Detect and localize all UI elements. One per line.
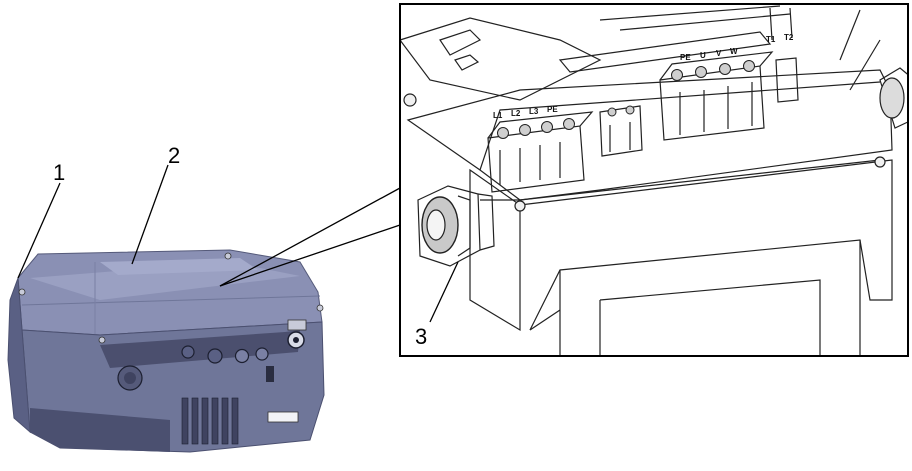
- side-cable-gland: [879, 67, 907, 129]
- terminal-label-pe-mains: PE: [547, 105, 558, 114]
- callout-3-label: 3: [415, 324, 427, 349]
- mains-terminal-block: L1 L2 L3 PE: [487, 105, 594, 193]
- callout-3: 3: [415, 261, 459, 349]
- front-cable-gland: [117, 365, 143, 391]
- callout-2-label: 2: [168, 143, 180, 168]
- callout-1-label: 1: [53, 160, 65, 185]
- terminal-label-pe-motor: PE: [680, 53, 691, 62]
- zoom-leader-lines: [219, 187, 401, 287]
- terminal-label-u: U: [700, 51, 706, 60]
- label-plate: [267, 411, 299, 423]
- callout-1: 1: [17, 160, 65, 279]
- device-overview: [7, 249, 325, 453]
- detail-view: L1 L2 L3 PE PE U: [399, 3, 909, 357]
- terminal-label-w: W: [730, 47, 738, 56]
- motor-terminal-block: PE U V W T1 T2: [659, 33, 794, 141]
- terminal-label-l3: L3: [529, 107, 539, 116]
- cable-gland-item-3: [417, 185, 495, 267]
- terminal-label-v: V: [716, 49, 722, 58]
- terminal-label-t1: T1: [766, 35, 776, 44]
- heat-sink-fins: [181, 397, 239, 445]
- control-connectors: [181, 319, 307, 382]
- terminal-label-l1: L1: [493, 111, 503, 120]
- terminal-label-l2: L2: [511, 109, 521, 118]
- callout-2: 2: [131, 143, 180, 265]
- terminal-label-t2: T2: [784, 33, 794, 42]
- middle-terminal-block: [599, 105, 643, 157]
